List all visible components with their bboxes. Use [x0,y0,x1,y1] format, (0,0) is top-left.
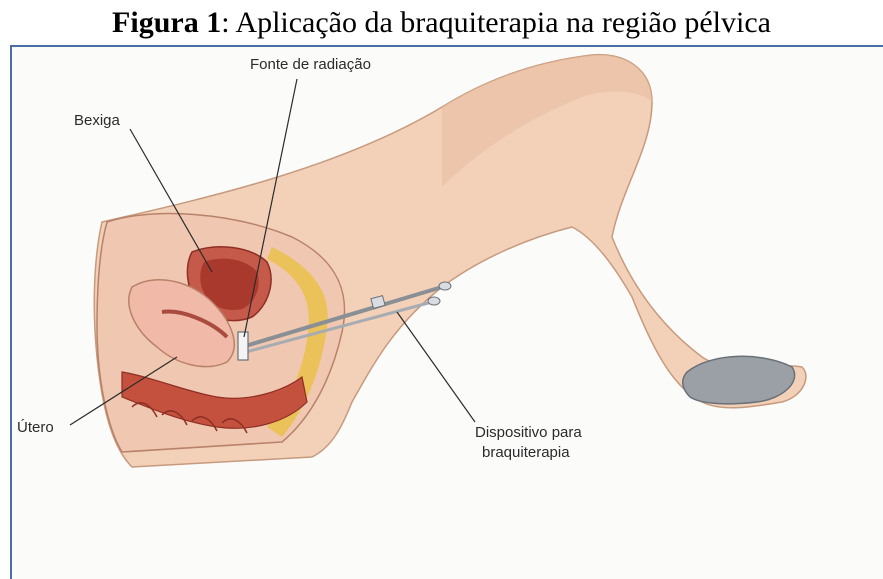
figure-title: : Aplicação da braquiterapia na região p… [221,6,771,39]
radiation-source [238,332,248,360]
figure-number: Figura 1 [112,6,221,39]
device-tip-1 [439,282,451,290]
label-fonte-de-radiacao: Fonte de radiação [250,56,371,73]
figure-caption: Figura 1: Aplicação da braquiterapia na … [0,6,883,40]
label-utero: Útero [17,419,54,436]
label-dispositivo-line2: braquiterapia [482,444,570,461]
leader-dispositivo [397,312,475,422]
label-dispositivo-line1: Dispositivo para [475,424,582,441]
label-bexiga: Bexiga [74,112,121,129]
anatomy-illustration: Fonte de radiação Bexiga Útero Dispositi… [12,47,883,579]
device-tip-2 [428,297,440,305]
